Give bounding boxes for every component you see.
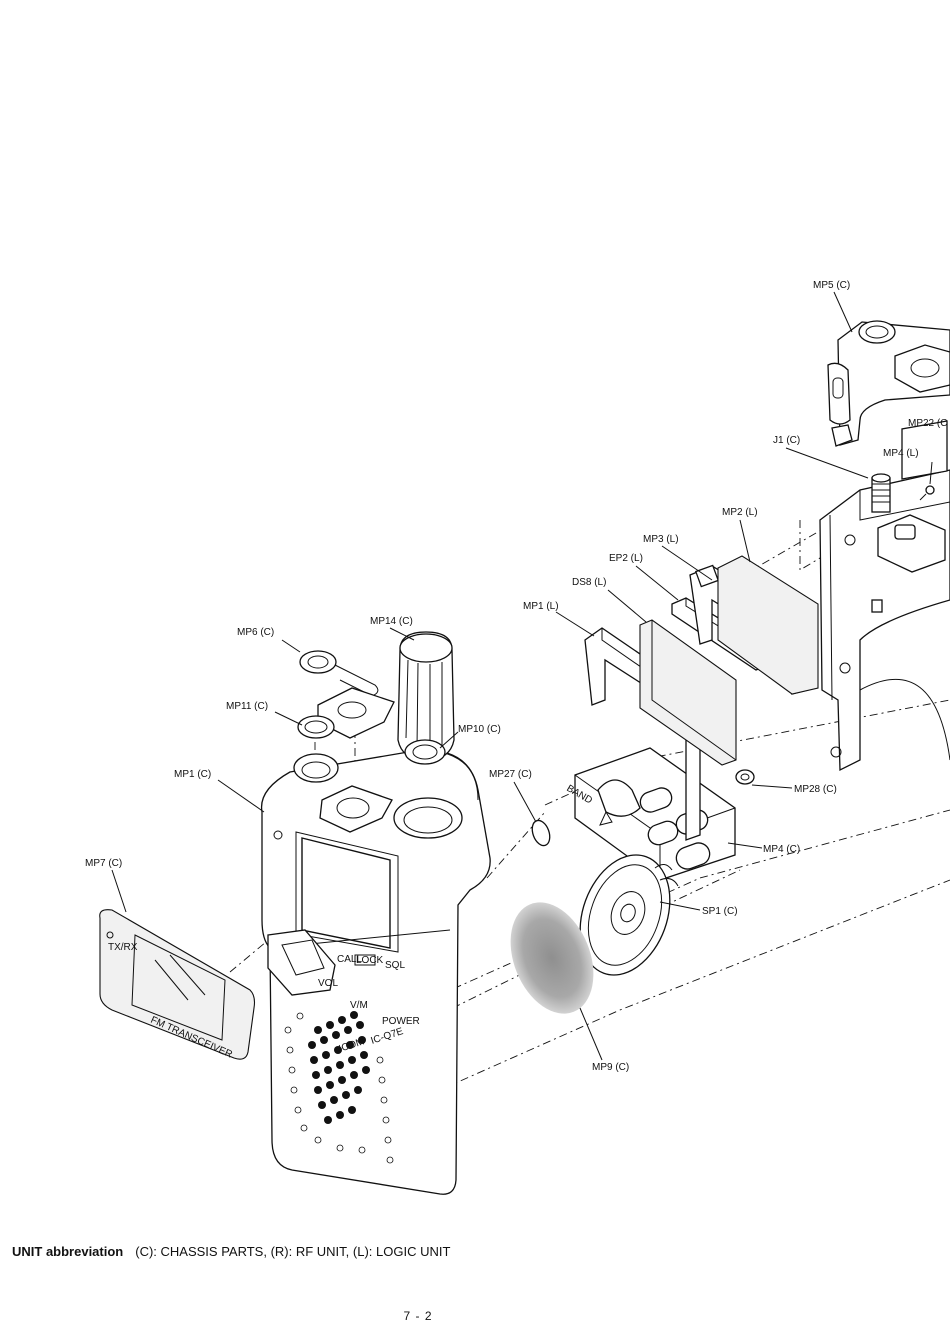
leader-lines [111, 291, 933, 1061]
label-mp6: MP6 (C) [237, 627, 274, 638]
label-mp9: MP9 (C) [592, 1062, 629, 1073]
j1-antenna-connector [871, 473, 891, 513]
page-number: 7 - 2 [403, 1309, 433, 1323]
label-mp1-chassis: MP1 (C) [174, 769, 211, 780]
mp6-clip [299, 650, 379, 697]
sp1-speaker [579, 854, 679, 976]
ds8-display [639, 619, 737, 766]
radio-body: CALL LOCK SQL VOL V/M POWER ICOM IC-Q7E [260, 749, 491, 1195]
mp9-speaker-felt [510, 902, 594, 1014]
vol-button-text: VOL [318, 978, 338, 989]
label-ds8: DS8 (L) [572, 577, 606, 588]
mp10-ring [404, 739, 446, 765]
label-mp14: MP14 (C) [370, 616, 413, 627]
label-mp10: MP10 (C) [458, 724, 501, 735]
mp7-window-plate: TX/RX FM TRANSCEIVER [99, 909, 256, 1061]
part-labels: MP5 (C) MP22 (C J1 (C) MP4 (L) MP2 (L) M… [85, 280, 947, 1073]
mp28-seal [735, 769, 755, 785]
mp2-sheet [717, 555, 819, 695]
legend-key: UNIT abbreviation [12, 1244, 124, 1259]
label-mp7: MP7 (C) [85, 858, 122, 869]
sql-button-text: SQL [385, 960, 405, 971]
label-sp1: SP1 (C) [702, 906, 738, 917]
label-j1: J1 (C) [773, 435, 800, 446]
vm-button-text: V/M [350, 1000, 368, 1011]
chassis-board [819, 420, 950, 772]
label-mp1-logic: MP1 (L) [523, 601, 559, 612]
label-ep2: EP2 (L) [609, 553, 643, 564]
label-mp2: MP2 (L) [722, 507, 758, 518]
power-button-text: POWER [382, 1016, 420, 1027]
mp11-ring [297, 715, 335, 739]
mp4l-screw [919, 485, 935, 501]
label-mp3: MP3 (L) [643, 534, 679, 545]
mp14-key-pad [317, 687, 395, 739]
label-mp27: MP27 (C) [489, 769, 532, 780]
speaker-grille [308, 1011, 370, 1124]
unit-abbreviation-legend: UNIT abbreviation (C): CHASSIS PARTS, (R)… [12, 1244, 450, 1259]
mp5-top-panel [827, 320, 950, 447]
legend-text: (C): CHASSIS PARTS, (R): RF UNIT, (L): L… [135, 1244, 451, 1259]
label-mp28: MP28 (C) [794, 784, 837, 795]
txrx-text: TX/RX [108, 942, 138, 953]
label-mp4-chassis: MP4 (C) [763, 844, 800, 855]
mp27-seal [531, 819, 551, 847]
label-mp11: MP11 (C) [226, 701, 268, 712]
label-mp4-logic: MP4 (L) [883, 448, 919, 459]
call-button-text: CALL [337, 954, 362, 965]
label-mp22: MP22 (C [908, 418, 947, 429]
lock-button-text: LOCK [356, 955, 384, 966]
label-mp5: MP5 (C) [813, 280, 850, 291]
